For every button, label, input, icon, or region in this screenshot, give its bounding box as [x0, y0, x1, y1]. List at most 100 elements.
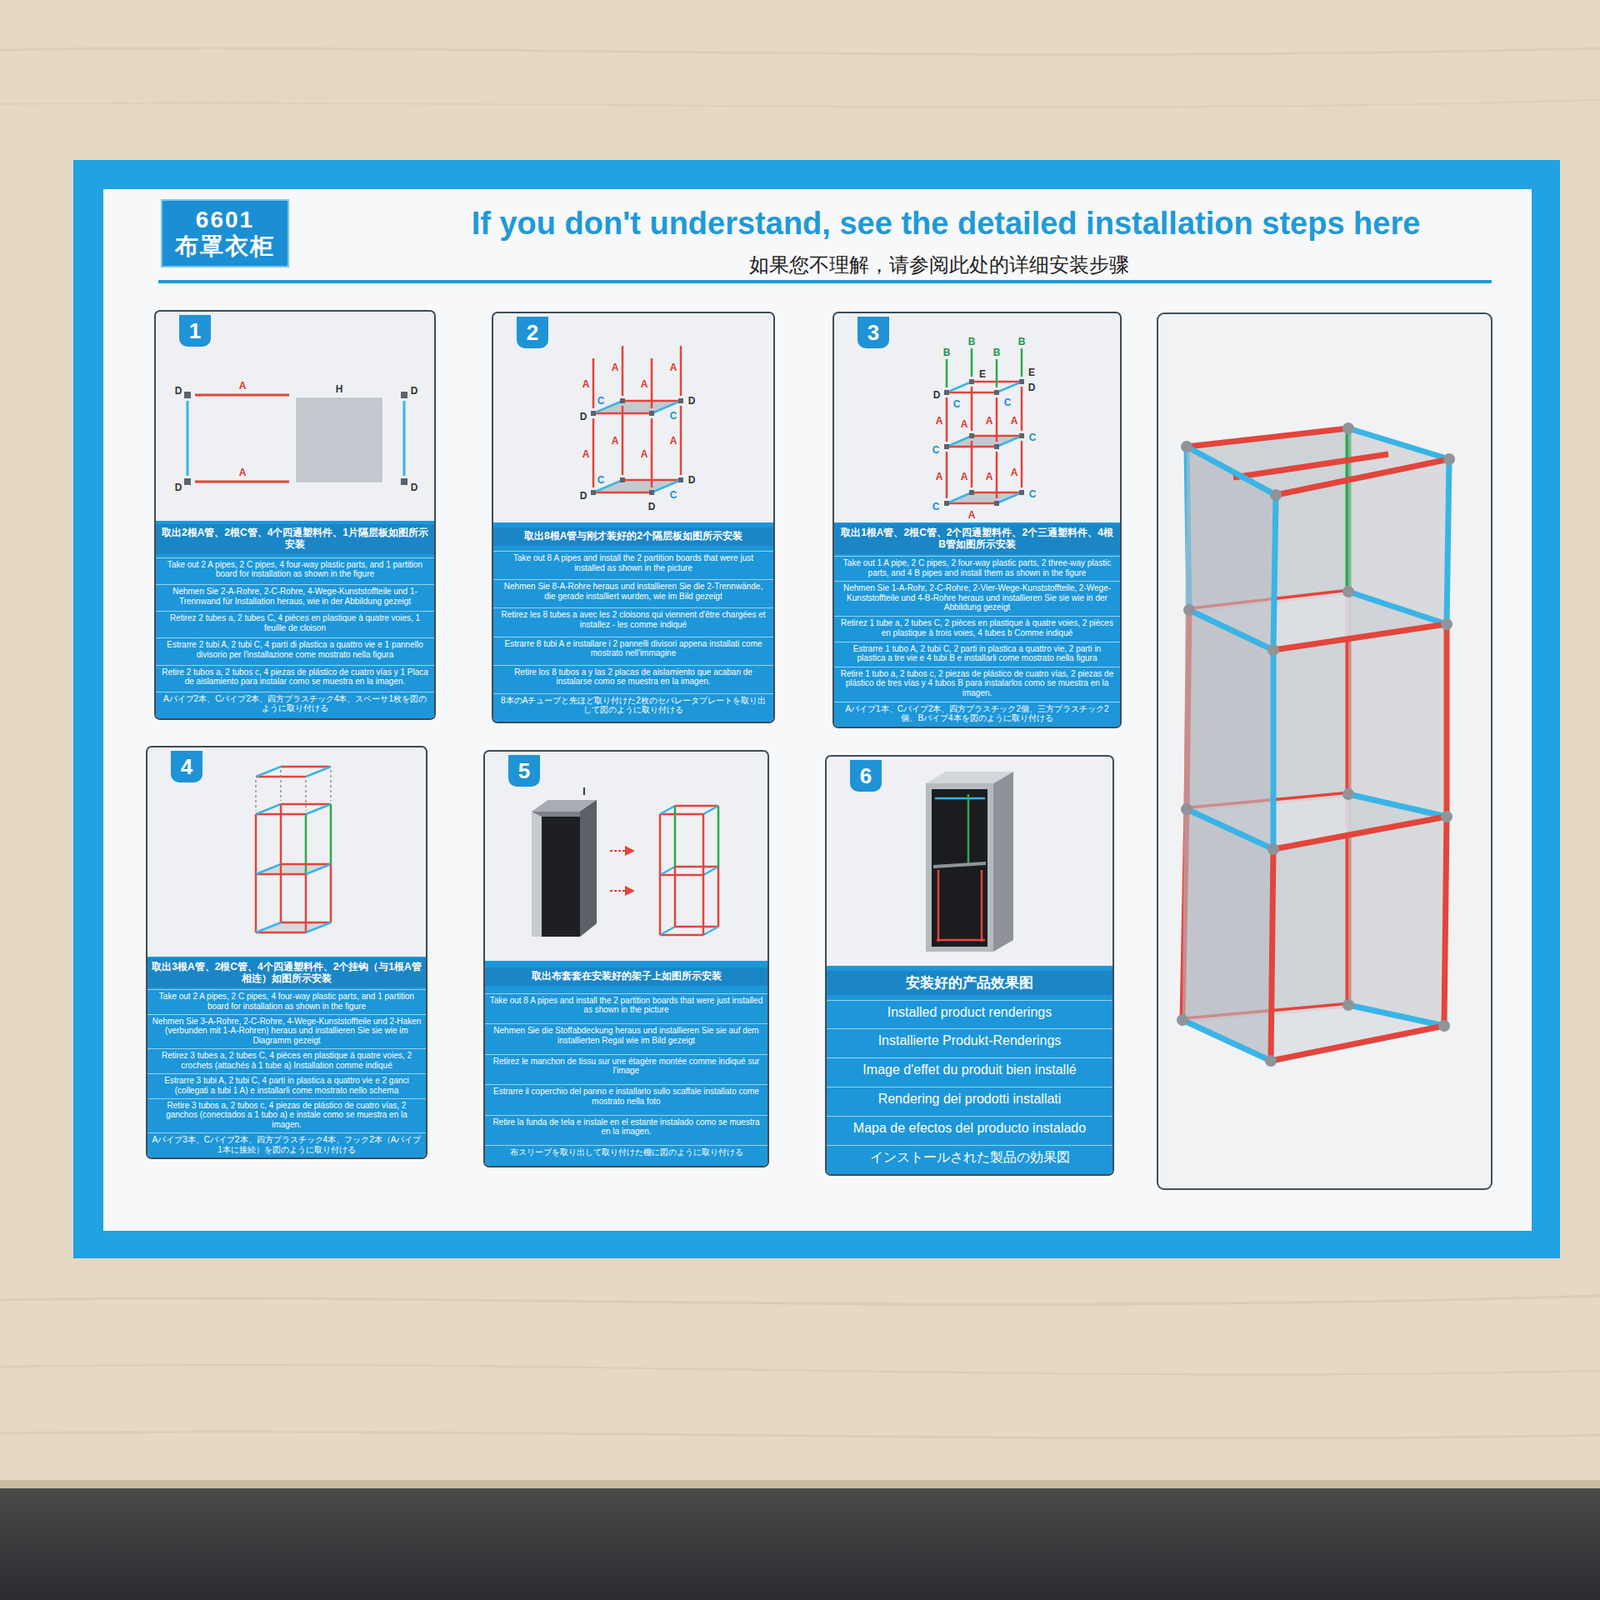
a-pipe: [675, 925, 719, 929]
cloth-cover-side: [531, 811, 542, 937]
step-text: Take out 1 A pipe, 2 C pipes, 2 four-way…: [834, 555, 1120, 580]
label-anchor: B: [1017, 333, 1027, 349]
part-letter: C: [931, 500, 941, 513]
cabinet-front: [925, 783, 994, 952]
a-pipe: [1270, 849, 1274, 1061]
step-text: Take out 8 A pipes and install the 2 par…: [493, 550, 774, 575]
part-letter: C: [931, 444, 941, 456]
joint: [944, 500, 950, 506]
arrow-head: [625, 885, 635, 896]
label-anchor: 如果您不理解，请参阅此处的详细安装步骤: [748, 255, 1130, 275]
shelf-board: [255, 922, 331, 933]
a-pipe: [305, 874, 308, 933]
a-pipe: [195, 480, 290, 484]
step-text: Aパイプ2本、Cパイプ2本、四方プラスチック4本、スペーサ1枚を図のように取り付…: [155, 691, 435, 715]
part-letter: D: [410, 385, 420, 397]
b-pipe: [717, 805, 720, 867]
label-anchor: E: [1027, 364, 1036, 380]
part-letter: D: [579, 410, 589, 423]
joint: [678, 477, 684, 483]
step-text: Retirez les 8 tubes a avec les 2 cloison…: [493, 607, 774, 631]
c-pipe: [305, 864, 331, 875]
c-pipe: [996, 381, 1022, 393]
joint: [1019, 433, 1025, 439]
part-letter: A: [985, 415, 995, 427]
step-text: Mapa de efectos del producto instalado: [826, 1115, 1113, 1140]
model-badge: 6601布罩衣柜: [160, 199, 290, 268]
a-pipe: [970, 386, 974, 431]
part-letter: A: [967, 509, 977, 521]
label-anchor: A: [610, 359, 620, 375]
step-text: Take out 2 A pipes, 2 C pipes, 4 four-wa…: [155, 557, 435, 581]
part-letter: B: [942, 346, 952, 359]
a-pipe: [980, 870, 984, 942]
joint: [1270, 489, 1282, 501]
label-anchor: D: [687, 471, 697, 487]
c-pipe: [660, 866, 675, 875]
step-panel: 4取出3根A管、2根C管、4个四通塑料件、2个挂钩（与1根A管相连）如图所示安装…: [145, 745, 428, 1160]
c-pipe: [255, 864, 281, 875]
label-anchor: D: [410, 479, 420, 495]
part-letter: A: [610, 435, 620, 447]
a-pipe: [970, 440, 974, 488]
step-text: Installierte Produkt-Renderings: [826, 1028, 1113, 1053]
instruction-band: 取出8根A管与刚才装好的2个隔层板如图所示安装Take out 8 A pipe…: [493, 522, 774, 722]
joint: [994, 444, 1000, 450]
step-badge: 6: [850, 760, 882, 792]
c-pipe: [1348, 794, 1447, 817]
label-anchor: B: [992, 344, 1002, 360]
part-letter: B: [967, 335, 977, 348]
table-top: [0, 0, 1600, 1487]
step-text: Aパイプ1本、Cパイプ2本、四方プラスチック2個、三方プラスチック2個、Bパイプ…: [834, 701, 1120, 725]
joint: [678, 398, 684, 404]
joint: [1440, 810, 1453, 823]
c-pipe: [186, 400, 190, 476]
wood-grain: [0, 1431, 1600, 1439]
part-letter: C: [669, 489, 679, 501]
side-cover: [1348, 428, 1450, 1026]
joint: [620, 477, 625, 483]
step-text: Estrarre 2 tubi A, 2 tubi C, 4 parti di …: [155, 637, 435, 661]
label-anchor: A: [581, 445, 591, 461]
a-pipe: [280, 804, 283, 865]
part-letter: C: [1028, 431, 1038, 444]
step-text: Estrarre 1 tubo A, 2 tubi C, 2 parti in …: [834, 641, 1120, 665]
joint: [1265, 1055, 1277, 1067]
joint: [590, 490, 596, 495]
joint: [1267, 843, 1280, 855]
label-anchor: D: [687, 392, 697, 408]
label-anchor: A: [960, 468, 970, 484]
subtitle: 如果您不理解，请参阅此处的详细安装步骤: [748, 253, 1130, 276]
part-letter: C: [1003, 396, 1013, 409]
c-pipe: [305, 766, 331, 777]
a-pipe: [936, 939, 985, 942]
cloth-cover-inside: [541, 816, 580, 937]
a-pipe: [680, 345, 683, 396]
part-letter: D: [174, 481, 184, 494]
a-pipe: [280, 765, 331, 769]
c-pipe: [403, 400, 406, 476]
joint: [1180, 440, 1193, 453]
joint: [994, 390, 1000, 395]
part-letter: D: [174, 385, 184, 397]
c-pipe: [996, 492, 1022, 504]
label-anchor: A: [967, 506, 977, 522]
sheet-paper: [103, 189, 1532, 1231]
label-anchor: C: [1028, 485, 1038, 501]
partition-board: [296, 398, 382, 482]
part-letter: A: [581, 378, 591, 390]
b-pipe: [995, 359, 999, 388]
step-text: 8本のAチューブと先ほど取り付けた2枚のセパレータプレートを取り出して図のように…: [493, 693, 774, 717]
a-pipe: [280, 803, 331, 806]
label-anchor: A: [581, 375, 591, 391]
part-letter: A: [960, 470, 970, 483]
a-pipe: [1275, 459, 1450, 495]
c-pipe: [946, 492, 972, 504]
label-anchor: B: [942, 344, 952, 360]
part-letter: D: [687, 395, 697, 407]
arrow-tail: [610, 850, 625, 852]
joint: [944, 390, 950, 395]
part-letter: A: [581, 448, 591, 460]
step-panel: 3取出1根A管、2根C管、2个四通塑料件、2个三通塑料件、4根B管如图所示安装T…: [832, 311, 1122, 729]
c-pipe: [703, 805, 719, 815]
